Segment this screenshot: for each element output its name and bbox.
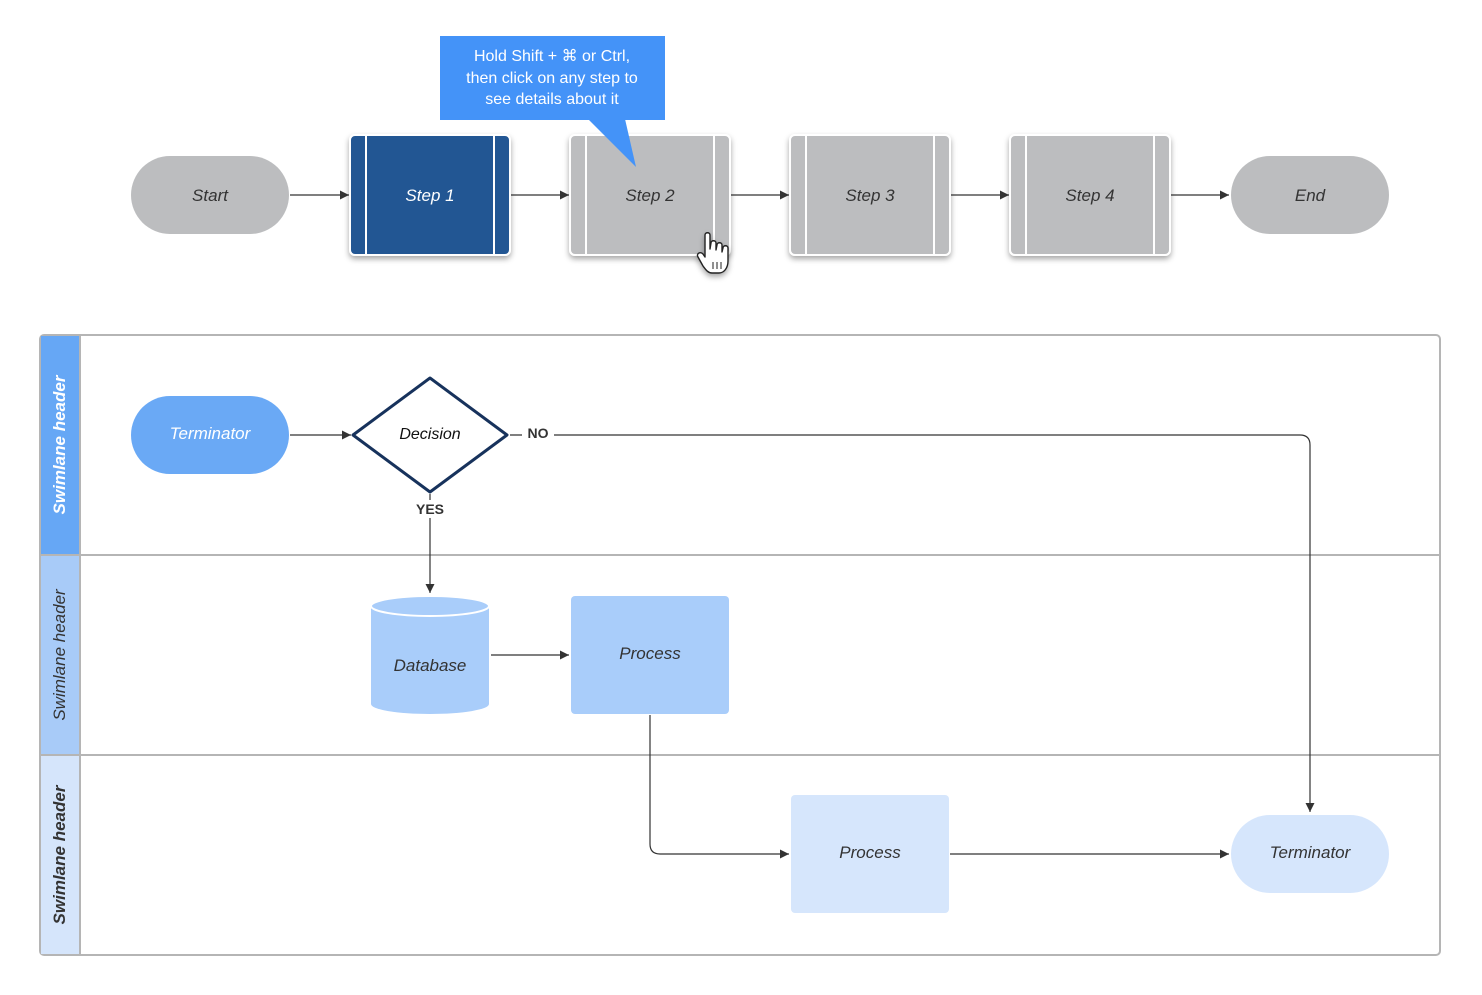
- tooltip-line-2: then click on any step to: [466, 70, 638, 87]
- step-4-label: Step 4: [1065, 186, 1114, 205]
- process-node-2[interactable]: Process: [791, 795, 949, 913]
- step-3[interactable]: [789, 134, 951, 256]
- step-3-shape: [789, 134, 951, 256]
- tooltip: Hold Shift + ⌘ or Ctrl, then click on an…: [440, 36, 665, 167]
- connector-process1-process2: [649, 715, 789, 859]
- start-label: Start: [192, 186, 229, 205]
- terminator-1-label: Terminator: [170, 424, 252, 443]
- step-1-shape: [349, 134, 511, 256]
- database-top: [370, 595, 490, 617]
- swimlane-3-header[interactable]: Swimlane header: [50, 784, 69, 924]
- process-1-label: Process: [619, 644, 681, 663]
- start-terminal[interactable]: Start: [131, 156, 289, 234]
- tooltip-line-1: Hold Shift + ⌘ or Ctrl,: [474, 48, 630, 65]
- connector-decision-no: [510, 434, 1315, 812]
- step-2-shape: [569, 134, 731, 256]
- yes-edge-label: YES: [416, 501, 444, 517]
- swimlane-2-header-bg: [41, 555, 80, 755]
- end-terminal[interactable]: End: [1231, 156, 1389, 234]
- yes-label-bg: [410, 500, 450, 518]
- database-body: [371, 606, 489, 714]
- process-2-shape: [791, 795, 949, 913]
- process-2-label: Process: [839, 843, 901, 862]
- end-label: End: [1295, 186, 1326, 205]
- terminator-2-shape: [1231, 815, 1389, 893]
- tooltip-pointer: [588, 119, 636, 167]
- step-3-label: Step 3: [845, 186, 895, 205]
- swimlane-connectors: [290, 430, 1315, 859]
- database-node[interactable]: Database: [370, 595, 490, 714]
- swimlane-1-header-bg: [41, 336, 80, 555]
- hand-pointer-icon: [696, 232, 729, 274]
- database-label: Database: [394, 656, 467, 675]
- step-1-label: Step 1: [405, 186, 454, 205]
- no-label-bg: [522, 425, 554, 443]
- swimlane-diagram: Swimlane header Swimlane header Swimlane…: [39, 334, 1441, 956]
- terminator-1-shape: [131, 396, 289, 474]
- swimlane-1-header[interactable]: Swimlane header: [50, 374, 69, 514]
- step-4[interactable]: [1009, 134, 1171, 256]
- no-edge-label: NO: [528, 425, 549, 441]
- terminator-node-1[interactable]: Terminator: [131, 396, 289, 474]
- tooltip-line-3: see details about it: [485, 91, 619, 108]
- decision-label: Decision: [399, 426, 460, 443]
- process-1-shape: [571, 596, 729, 714]
- decision-node[interactable]: Decision: [351, 376, 509, 494]
- step-1[interactable]: [349, 134, 511, 256]
- terminator-2-label: Terminator: [1270, 843, 1352, 862]
- step-4-shape: [1009, 134, 1171, 256]
- terminator-node-2[interactable]: Terminator: [1231, 815, 1389, 893]
- decision-shape: [351, 376, 509, 494]
- end-terminal-shape: [1231, 156, 1389, 234]
- start-terminal-shape: [131, 156, 289, 234]
- tooltip-box: [440, 36, 665, 120]
- swimlane-2-header[interactable]: Swimlane header: [50, 588, 69, 721]
- swimlane-3-header-bg: [41, 755, 80, 954]
- step-2-label: Step 2: [625, 186, 675, 205]
- swimlane-frame: [39, 334, 1441, 956]
- step-2[interactable]: [569, 134, 731, 256]
- process-node-1[interactable]: Process: [571, 596, 729, 714]
- top-process-flow: Start Step 1 Step 2 Step 3 Step: [131, 134, 1389, 256]
